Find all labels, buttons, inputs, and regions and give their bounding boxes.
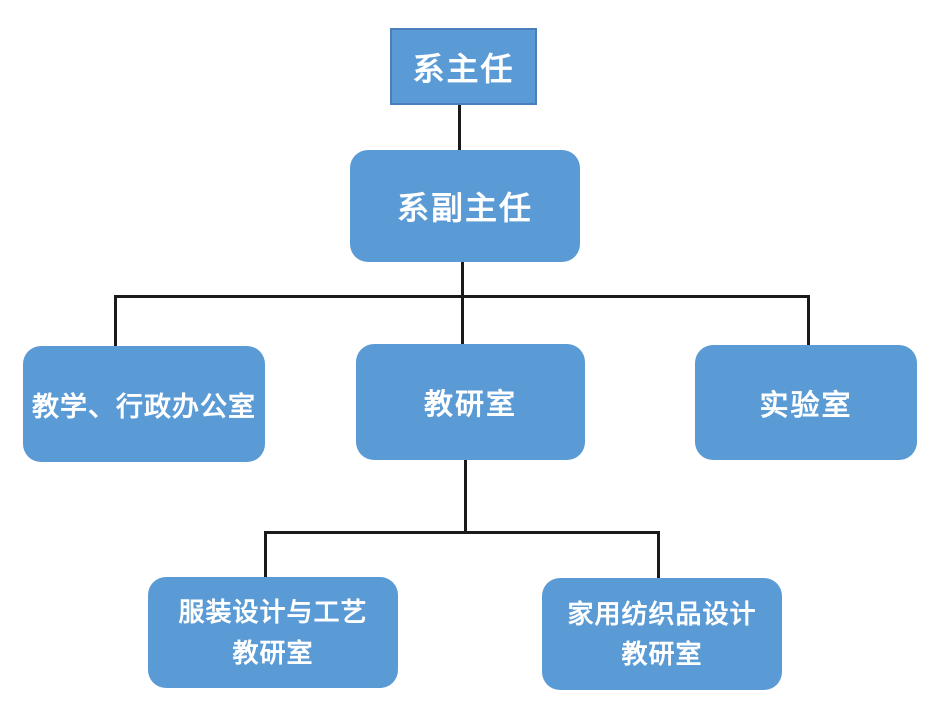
connector-deputy-stub <box>461 262 464 295</box>
connector-to-fashion <box>264 531 267 577</box>
connector-to-research <box>461 295 464 344</box>
connector-level4-horizontal <box>264 531 660 534</box>
node-research-office: 教研室 <box>356 344 585 460</box>
node-deputy-director: 系副主任 <box>350 150 580 262</box>
connector-research-stub <box>464 460 467 531</box>
node-home-textile-research-office: 家用纺织品设计 教研室 <box>542 578 782 690</box>
node-department-director: 系主任 <box>390 28 537 105</box>
node-laboratory: 实验室 <box>695 345 917 460</box>
connector-to-textile <box>657 531 660 578</box>
node-admin-office: 教学、行政办公室 <box>23 346 265 462</box>
connector-to-office <box>114 295 117 346</box>
connector-to-lab <box>807 295 810 345</box>
connector-director-deputy <box>458 105 461 150</box>
node-fashion-design-research-office: 服装设计与工艺 教研室 <box>148 577 398 688</box>
